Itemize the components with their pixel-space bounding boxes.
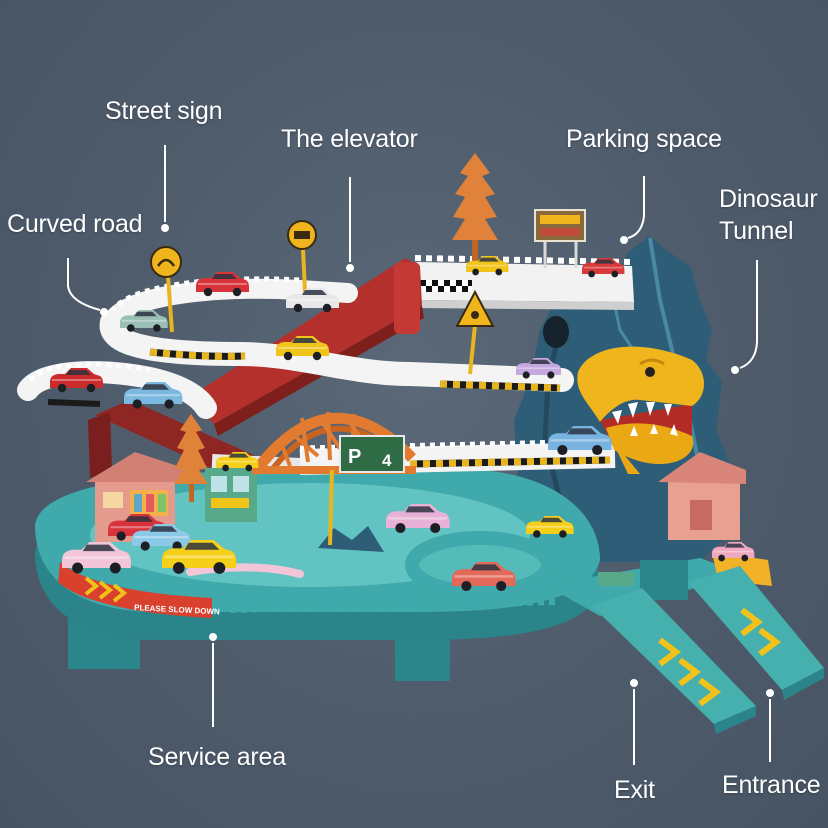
street-sign-round-1	[150, 246, 182, 333]
curved-road-track	[99, 276, 574, 392]
parking-sign-number: 4	[382, 451, 392, 470]
orange-tree-top	[452, 153, 498, 264]
entrance-exit-ramps	[545, 552, 824, 734]
label-exit: Exit	[614, 776, 655, 804]
tunnel-opening	[543, 316, 569, 348]
callout-dinosaur-tunnel	[739, 260, 758, 369]
callout-curved-road	[67, 258, 101, 311]
callout-dots	[100, 224, 774, 697]
orange-tree-left	[174, 414, 208, 502]
label-entrance: Entrance	[722, 771, 821, 799]
green-building	[205, 468, 257, 522]
label-elevator: The elevator	[281, 125, 418, 153]
label-parking-space: Parking space	[566, 125, 722, 153]
entrance-ramp	[688, 566, 824, 700]
parking-sign-letter: P	[348, 446, 361, 468]
label-curved-road: Curved road	[7, 210, 143, 238]
elevator-shaft	[394, 262, 420, 334]
street-sign-triangle	[455, 289, 495, 375]
callout-parking-space	[627, 176, 645, 239]
dinosaur-eye	[645, 367, 655, 377]
pink-house	[658, 452, 746, 540]
label-tunnel: Tunnel	[719, 217, 794, 245]
label-dinosaur: Dinosaur	[719, 185, 818, 213]
dinosaur-head	[577, 346, 704, 474]
slow-down-stripe: PLEASE SLOW DOWN	[58, 562, 220, 618]
parking-sign: P 4	[328, 435, 405, 546]
billboard-sign	[534, 209, 586, 268]
checkered-flag-strip	[420, 280, 472, 292]
second-level-track	[17, 361, 217, 419]
slow-down-text: PLEASE SLOW DOWN	[134, 603, 220, 616]
street-sign-round-2	[287, 220, 317, 293]
label-street-sign: Street sign	[105, 97, 223, 125]
rock-fountain	[318, 526, 384, 552]
exit-ramp	[592, 588, 756, 734]
callout-lines	[67, 145, 771, 765]
label-service-area: Service area	[148, 743, 286, 771]
